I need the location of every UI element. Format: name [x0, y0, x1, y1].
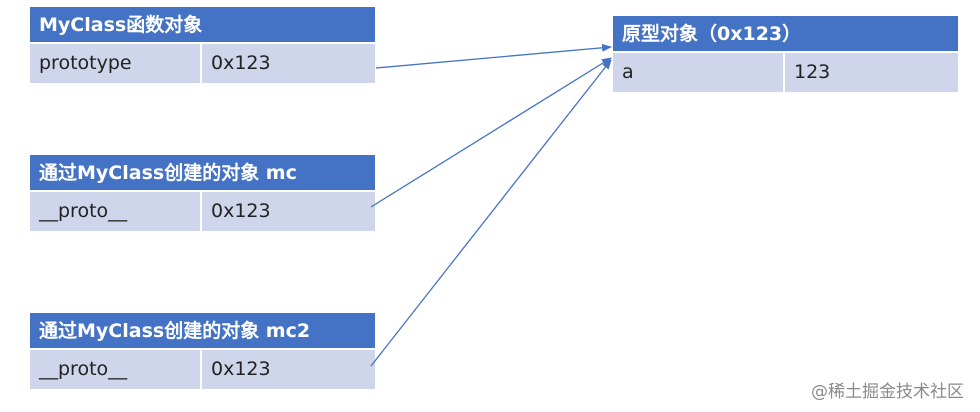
mc2-proto-value: 0x123	[211, 358, 271, 380]
mc-to-prototype-arrow	[370, 57, 612, 208]
myclass-to-prototype-arrow	[375, 43, 612, 69]
myclass-prototype-key: prototype	[30, 44, 202, 83]
prototype-object-table: 原型对象（0x123） a 123	[613, 16, 958, 92]
myclass-prototype-value: 0x123	[211, 52, 271, 74]
watermark: @稀土掘金技术社区	[811, 382, 964, 402]
mc2-table-title: 通过MyClass创建的对象 mc2	[30, 313, 375, 350]
myclass-prototype-row: prototype 0x123	[30, 44, 375, 83]
prototype-table-title: 原型对象（0x123）	[613, 16, 958, 53]
mc-proto-value: 0x123	[211, 200, 271, 222]
mc2-proto-key: __proto__	[30, 350, 202, 389]
mc-proto-key: __proto__	[30, 192, 202, 231]
myclass-function-object-table: MyClass函数对象 prototype 0x123	[30, 7, 375, 83]
prototype-a-row: a 123	[613, 53, 958, 92]
mc-object-table: 通过MyClass创建的对象 mc __proto__ 0x123	[30, 155, 375, 231]
mc-table-title: 通过MyClass创建的对象 mc	[30, 155, 375, 192]
prototype-a-key: a	[613, 53, 785, 92]
mc-proto-row: __proto__ 0x123	[30, 192, 375, 231]
myclass-table-title: MyClass函数对象	[30, 7, 375, 44]
prototype-a-value: 123	[794, 61, 831, 83]
mc2-object-table: 通过MyClass创建的对象 mc2 __proto__ 0x123	[30, 313, 375, 389]
mc2-to-prototype-arrow	[370, 59, 612, 367]
mc2-proto-row: __proto__ 0x123	[30, 350, 375, 389]
